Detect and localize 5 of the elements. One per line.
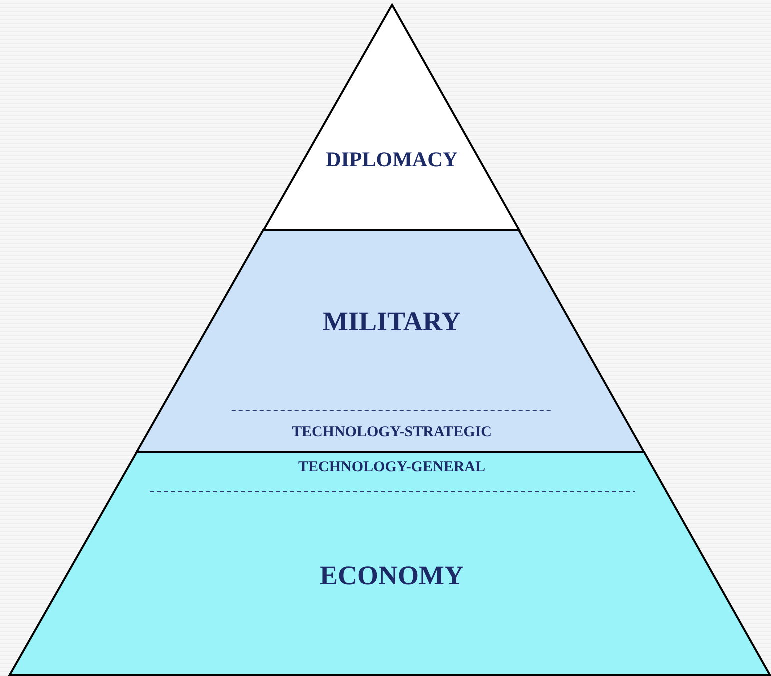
tier-label: MILITARY bbox=[322, 306, 462, 338]
tier-label: ECONOMY bbox=[320, 560, 464, 592]
tier-label: DIPLOMACY bbox=[326, 148, 458, 172]
sub-tier-label: TECHNOLOGY-STRATEGIC bbox=[292, 424, 492, 442]
sub-tier-label: TECHNOLOGY-GENERAL bbox=[298, 460, 486, 476]
